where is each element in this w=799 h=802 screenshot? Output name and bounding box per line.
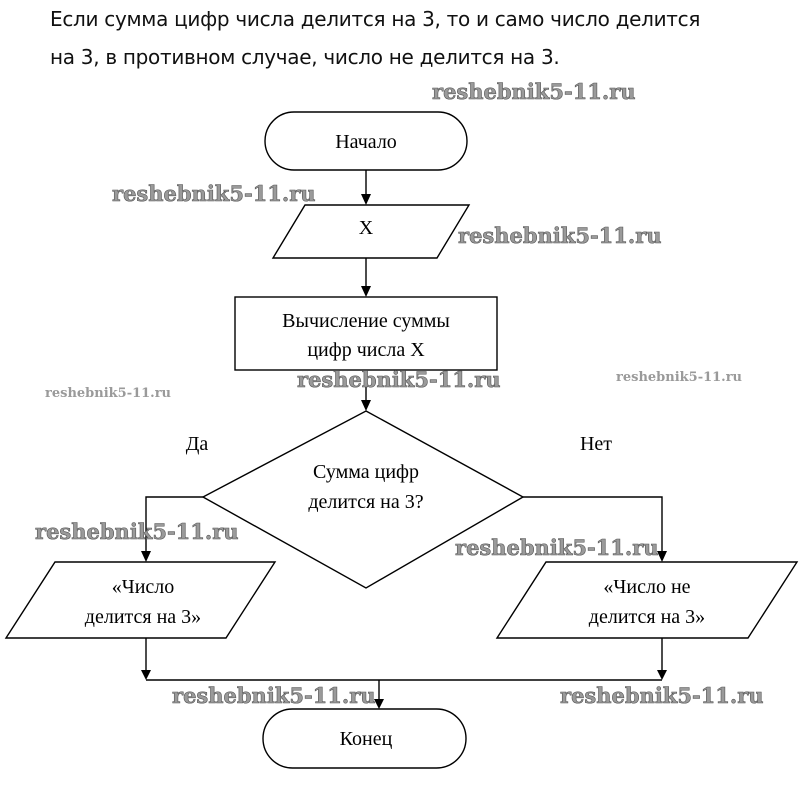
input-node: X bbox=[271, 204, 471, 259]
end-label: Конец bbox=[340, 728, 393, 750]
end-node: Конец bbox=[262, 708, 467, 769]
decision-label-line-2: делится на 3? bbox=[308, 491, 423, 513]
watermark: reshebnik5-11.ru bbox=[455, 535, 659, 560]
output-yes-line-2: делится на 3» bbox=[85, 606, 201, 628]
start-label: Начало bbox=[335, 131, 397, 153]
intro-line-1: Если сумма цифр числа делится на 3, то и… bbox=[50, 7, 701, 31]
arrow-yes-to-merge bbox=[141, 638, 151, 680]
no-branch-label: Нет bbox=[580, 433, 612, 455]
arrow-start-to-input bbox=[361, 170, 371, 205]
arrow-input-to-process bbox=[361, 258, 371, 297]
process-label-line-1: Вычисление суммы bbox=[282, 310, 450, 332]
arrow-merge-to-end bbox=[374, 680, 384, 709]
intro-text: Если сумма цифр числа делится на 3, то и… bbox=[50, 0, 790, 76]
watermark: reshebnik5-11.ru bbox=[45, 386, 171, 401]
arrow-decision-to-yes bbox=[141, 496, 203, 562]
watermark: reshebnik5-11.ru bbox=[172, 683, 376, 708]
intro-line-2: на 3, в противном случае, число не делит… bbox=[50, 45, 560, 69]
watermark: reshebnik5-11.ru bbox=[297, 367, 501, 392]
watermark: reshebnik5-11.ru bbox=[35, 519, 239, 544]
decision-node: Сумма цифр делится на 3? bbox=[201, 410, 525, 589]
start-node: Начало bbox=[264, 111, 468, 171]
input-label: X bbox=[359, 217, 374, 239]
watermark: reshebnik5-11.ru bbox=[616, 370, 742, 385]
watermark: reshebnik5-11.ru bbox=[458, 223, 662, 248]
arrow-no-to-merge bbox=[657, 638, 667, 680]
process-label-line-2: цифр числа X bbox=[307, 339, 425, 361]
process-node: Вычисление суммы цифр числа X bbox=[234, 296, 498, 371]
output-no-line-1: «Число не bbox=[603, 576, 690, 598]
arrow-process-to-decision bbox=[361, 370, 371, 411]
watermark: reshebnik5-11.ru bbox=[432, 79, 636, 104]
watermark: reshebnik5-11.ru bbox=[112, 181, 316, 206]
yes-branch-label: Да bbox=[186, 433, 209, 455]
watermark: reshebnik5-11.ru bbox=[560, 683, 764, 708]
output-no-line-2: делится на 3» bbox=[589, 606, 705, 628]
decision-label-line-1: Сумма цифр bbox=[313, 461, 419, 483]
output-yes-node: «Число делится на 3» bbox=[4, 561, 277, 639]
output-yes-line-1: «Число bbox=[112, 576, 175, 598]
output-no-node: «Число не делится на 3» bbox=[495, 561, 799, 639]
arrow-decision-to-no bbox=[523, 496, 667, 562]
